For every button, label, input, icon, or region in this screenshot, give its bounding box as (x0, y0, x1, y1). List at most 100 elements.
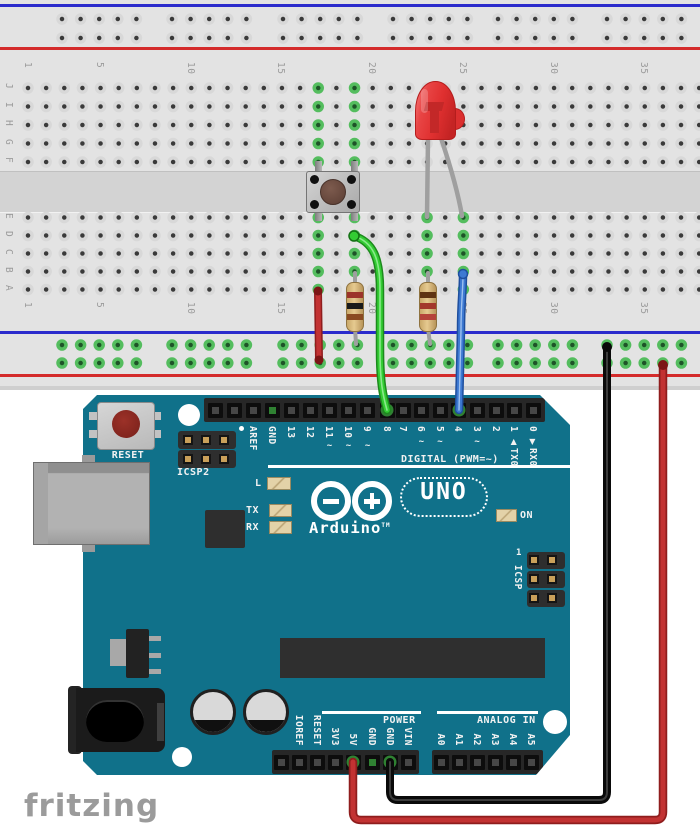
breadboard-hole[interactable] (131, 82, 143, 94)
breadboard-hole[interactable] (185, 283, 198, 296)
breadboard-hole[interactable] (639, 100, 651, 113)
breadboard-hole-connected[interactable] (443, 357, 455, 369)
breadboard-hole[interactable] (76, 100, 89, 113)
breadboard-hole-connected[interactable] (312, 82, 324, 94)
breadboard-hole[interactable] (239, 100, 252, 113)
breadboard-hole[interactable] (385, 283, 397, 296)
breadboard-hole[interactable] (385, 100, 397, 113)
icsp-pin[interactable] (529, 555, 539, 565)
header-pin[interactable] (283, 402, 299, 418)
breadboard-hole[interactable] (149, 100, 161, 113)
breadboard-hole[interactable] (493, 156, 506, 168)
breadboard-hole[interactable] (366, 247, 379, 260)
breadboard-hole[interactable] (203, 247, 216, 260)
breadboard-hole[interactable] (333, 13, 345, 25)
breadboard-hole[interactable] (439, 283, 451, 296)
breadboard-hole[interactable] (693, 265, 700, 278)
breadboard-hole[interactable] (493, 229, 506, 242)
breadboard-hole[interactable] (675, 211, 687, 224)
header-pin[interactable] (322, 402, 338, 418)
breadboard-hole-connected[interactable] (348, 82, 361, 94)
breadboard-hole[interactable] (619, 13, 632, 25)
breadboard-hole[interactable] (493, 211, 506, 224)
breadboard-hole[interactable] (203, 229, 216, 242)
breadboard-hole[interactable] (351, 32, 364, 44)
breadboard-hole[interactable] (40, 265, 52, 278)
breadboard-hole[interactable] (385, 211, 397, 224)
breadboard-hole[interactable] (276, 283, 288, 296)
breadboard-hole[interactable] (221, 119, 234, 131)
breadboard-hole[interactable] (403, 265, 415, 278)
breadboard-hole[interactable] (657, 247, 669, 260)
breadboard-hole[interactable] (276, 265, 288, 278)
breadboard-hole[interactable] (94, 100, 107, 113)
breadboard-hole-connected[interactable] (657, 339, 669, 351)
breadboard-hole-connected[interactable] (348, 100, 361, 113)
breadboard-hole[interactable] (602, 82, 615, 94)
breadboard-hole[interactable] (58, 100, 71, 113)
breadboard-hole[interactable] (185, 229, 198, 242)
breadboard-hole[interactable] (295, 32, 308, 44)
breadboard-hole[interactable] (56, 32, 68, 44)
icsp-pin[interactable] (529, 574, 539, 584)
breadboard-hole[interactable] (675, 229, 687, 242)
breadboard-hole[interactable] (203, 156, 216, 168)
breadboard-hole[interactable] (403, 119, 415, 131)
breadboard-hole[interactable] (294, 229, 306, 242)
breadboard-hole-connected[interactable] (421, 265, 433, 278)
icsp-pin[interactable] (201, 435, 211, 445)
breadboard-hole[interactable] (602, 119, 615, 131)
breadboard-hole[interactable] (675, 247, 687, 260)
header-pin[interactable] (245, 402, 261, 418)
breadboard-hole[interactable] (130, 13, 143, 25)
breadboard-hole[interactable] (185, 119, 198, 131)
breadboard-hole[interactable] (258, 265, 270, 278)
breadboard-hole-connected[interactable] (457, 211, 470, 224)
breadboard-hole[interactable] (40, 119, 52, 131)
breadboard-hole[interactable] (40, 82, 52, 94)
breadboard-hole[interactable] (294, 119, 306, 131)
breadboard-hole[interactable] (58, 211, 71, 224)
breadboard-hole-connected[interactable] (56, 339, 68, 351)
breadboard-hole[interactable] (149, 156, 161, 168)
breadboard-hole-connected[interactable] (529, 357, 541, 369)
breadboard-hole[interactable] (584, 82, 597, 94)
breadboard-hole[interactable] (493, 137, 506, 150)
breadboard-hole[interactable] (258, 82, 270, 94)
breadboard-hole[interactable] (221, 156, 234, 168)
header-pin[interactable] (207, 402, 223, 418)
breadboard-hole[interactable] (76, 265, 89, 278)
breadboard-hole[interactable] (602, 283, 615, 296)
header-pin[interactable] (360, 402, 376, 418)
breadboard-hole[interactable] (584, 119, 597, 131)
breadboard-hole[interactable] (530, 229, 542, 242)
breadboard-hole[interactable] (94, 119, 107, 131)
breadboard-hole-connected[interactable] (529, 339, 541, 351)
header-pin[interactable] (505, 754, 521, 770)
breadboard-hole[interactable] (530, 119, 542, 131)
breadboard-hole[interactable] (221, 265, 234, 278)
breadboard-hole[interactable] (131, 100, 143, 113)
breadboard-hole[interactable] (74, 13, 87, 25)
breadboard-hole[interactable] (675, 32, 688, 44)
resistor-2[interactable] (419, 282, 437, 332)
breadboard-hole-connected[interactable] (675, 339, 688, 351)
breadboard-hole[interactable] (475, 137, 488, 150)
breadboard-hole[interactable] (639, 211, 651, 224)
breadboard-hole[interactable] (184, 32, 197, 44)
breadboard-hole[interactable] (258, 119, 270, 131)
breadboard-hole[interactable] (131, 211, 143, 224)
breadboard-hole[interactable] (277, 13, 289, 25)
breadboard-hole-connected[interactable] (548, 357, 560, 369)
breadboard-hole[interactable] (330, 211, 343, 224)
breadboard-hole[interactable] (330, 100, 343, 113)
breadboard-hole[interactable] (675, 82, 687, 94)
breadboard-hole[interactable] (239, 247, 252, 260)
red-led[interactable] (415, 81, 470, 141)
breadboard-hole[interactable] (639, 119, 651, 131)
breadboard-hole[interactable] (276, 119, 288, 131)
breadboard-hole-connected[interactable] (405, 339, 418, 351)
breadboard-hole[interactable] (548, 100, 560, 113)
breadboard-hole[interactable] (76, 156, 89, 168)
breadboard-hole[interactable] (620, 119, 633, 131)
